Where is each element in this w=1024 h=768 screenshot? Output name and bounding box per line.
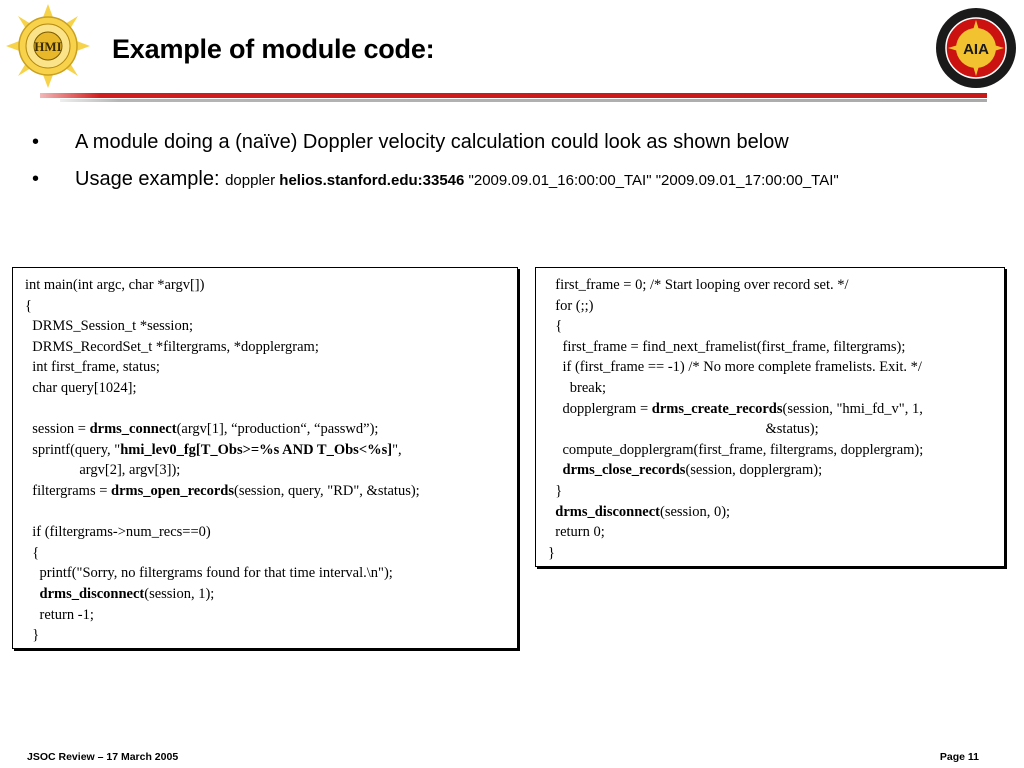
code-line: drms_disconnect(session, 1); bbox=[25, 584, 517, 605]
code-function-name: drms_disconnect bbox=[39, 585, 145, 602]
code-line: first_frame = find_next_framelist(first_… bbox=[548, 338, 906, 355]
code-text: dopplergram = bbox=[548, 400, 652, 417]
code-text: (session, "hmi_fd_v", 1, bbox=[782, 400, 923, 417]
usage-command: doppler bbox=[225, 172, 280, 189]
code-text: (session, 1); bbox=[144, 585, 215, 602]
code-line bbox=[25, 502, 517, 523]
usage-label: Usage example: bbox=[75, 168, 226, 190]
svg-text:AIA: AIA bbox=[963, 41, 989, 58]
title-underline bbox=[40, 93, 987, 103]
bullet-item: • Usage example: doppler helios.stanford… bbox=[32, 168, 839, 191]
code-text: (argv[1], “production“, “passwd”); bbox=[176, 421, 379, 438]
hmi-logo: HMI bbox=[4, 2, 92, 90]
code-line: } bbox=[548, 544, 555, 561]
code-line: break; bbox=[548, 379, 606, 396]
code-function-name: drms_disconnect bbox=[555, 503, 660, 520]
code-text: ", bbox=[392, 441, 402, 458]
bullet-dot: • bbox=[32, 168, 40, 190]
code-text: sprintf(query, " bbox=[25, 441, 121, 458]
code-text bbox=[25, 586, 40, 602]
code-line: DRMS_RecordSet_t *filtergrams, *dopplerg… bbox=[25, 338, 319, 355]
code-line: DRMS_Session_t *session; bbox=[25, 318, 193, 335]
code-box-left: int main(int argc, char *argv[]) { DRMS_S… bbox=[12, 267, 518, 649]
code-line: dopplergram = drms_create_records(sessio… bbox=[548, 399, 1004, 420]
aia-logo: AIA bbox=[934, 6, 1018, 90]
code-function-name: drms_create_records bbox=[651, 400, 783, 417]
bullet-item: • A module doing a (naïve) Doppler veloc… bbox=[32, 131, 789, 154]
code-line: filtergrams = drms_open_records(session,… bbox=[25, 481, 517, 502]
usage-host: helios.stanford.edu:33546 bbox=[279, 172, 465, 189]
code-line: { bbox=[25, 544, 40, 561]
code-line: argv[2], argv[3]); bbox=[25, 462, 181, 479]
code-line: } bbox=[548, 482, 563, 499]
sunburst-icon bbox=[948, 20, 1004, 76]
code-line: sprintf(query, "hmi_lev0_fg[T_Obs>=%s AN… bbox=[25, 440, 517, 461]
code-function-name: hmi_lev0_fg[T_Obs>=%s AND T_Obs<%s] bbox=[120, 441, 393, 458]
code-line: int main(int argc, char *argv[]) bbox=[25, 277, 205, 293]
svg-text:HMI: HMI bbox=[34, 39, 61, 54]
code-function-name: drms_open_records bbox=[111, 482, 235, 499]
code-line: return 0; bbox=[548, 524, 605, 541]
code-line: char query[1024]; bbox=[25, 379, 137, 396]
code-line: { bbox=[548, 318, 563, 335]
code-line: } bbox=[25, 627, 40, 644]
usage-args: "2009.09.01_16:00:00_TAI" "2009.09.01_17… bbox=[464, 172, 839, 189]
code-text: filtergrams = bbox=[25, 482, 112, 499]
code-line: drms_disconnect(session, 0); bbox=[548, 502, 1004, 523]
code-line: drms_close_records(session, dopplergram)… bbox=[548, 460, 1004, 481]
code-line: session = drms_connect(argv[1], “product… bbox=[25, 419, 517, 440]
bullet-text: A module doing a (naïve) Doppler velocit… bbox=[75, 131, 789, 153]
code-line: printf("Sorry, no filtergrams found for … bbox=[25, 565, 393, 582]
code-text: (session, dopplergram); bbox=[685, 462, 823, 479]
slide-title: Example of module code: bbox=[112, 34, 435, 64]
code-text: (session, 0); bbox=[659, 503, 731, 520]
code-text: (session, query, "RD", &status); bbox=[234, 482, 420, 499]
code-line: &status); bbox=[548, 421, 819, 438]
code-function-name: drms_close_records bbox=[562, 462, 686, 479]
code-function-name: drms_connect bbox=[89, 421, 177, 438]
code-line: for (;;) bbox=[548, 297, 594, 314]
bullet-dot: • bbox=[32, 131, 40, 153]
code-line: if (first_frame == -1) /* No more comple… bbox=[548, 359, 922, 376]
code-box-right: first_frame = 0; /* Start looping over r… bbox=[535, 267, 1005, 567]
code-line: int first_frame, status; bbox=[25, 359, 160, 376]
code-text bbox=[548, 462, 563, 478]
page-number: Page 11 bbox=[939, 751, 979, 763]
code-text: session = bbox=[25, 421, 90, 438]
footer-left: JSOC Review – 17 March 2005 bbox=[27, 751, 179, 763]
code-line: { bbox=[25, 297, 32, 314]
code-line: first_frame = 0; /* Start looping over r… bbox=[548, 277, 849, 293]
code-line: compute_dopplergram(first_frame, filterg… bbox=[548, 441, 924, 458]
code-line bbox=[25, 399, 517, 420]
code-line: if (filtergrams->num_recs==0) bbox=[25, 524, 211, 541]
code-line: return -1; bbox=[25, 606, 94, 623]
